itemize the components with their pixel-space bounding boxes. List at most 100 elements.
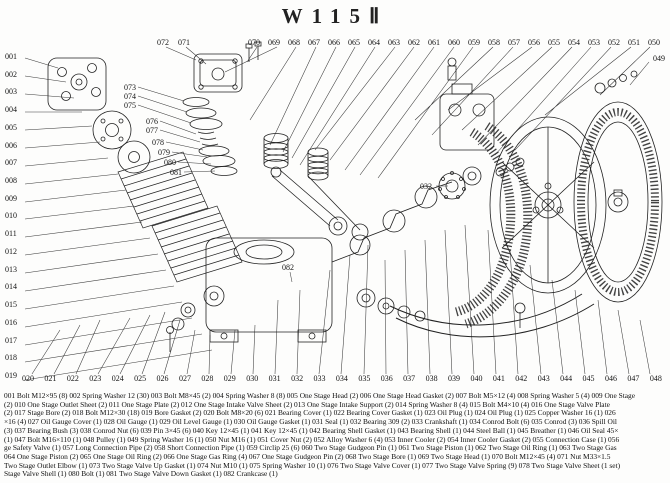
part-number-label: 009 xyxy=(5,193,17,203)
part-number-label: 064 xyxy=(368,38,380,47)
part-number-label: 074 xyxy=(124,92,136,101)
two-stage-valve-stack xyxy=(182,97,238,176)
part-number-label: 037 xyxy=(403,374,416,383)
parts-list-line: 064 One Stage Piston (2) 065 One Stage O… xyxy=(4,452,611,461)
one-stage-valve-plate xyxy=(92,110,151,174)
crankcase xyxy=(203,237,333,343)
pulley xyxy=(573,101,663,303)
one-stage-head xyxy=(47,57,107,111)
part-number-label: 040 xyxy=(470,374,483,383)
part-number-label: 058 xyxy=(488,38,500,47)
part-number-label: 030 xyxy=(246,374,259,383)
part-number-label: 045 xyxy=(582,374,595,383)
part-number-label: 007 xyxy=(5,158,17,168)
parts-list-line: ge Safety Valve (1) 057 Long Connection … xyxy=(4,444,617,453)
part-number-label: 033 xyxy=(313,374,326,383)
part-number-label: 006 xyxy=(5,140,17,150)
part-number-label: 005 xyxy=(5,122,17,132)
part-number-label: 041 xyxy=(492,374,505,383)
parts-list-line: (3) 037 Bearing Bush (3) 038 Conrod Nut … xyxy=(4,426,619,435)
part-number-label: 060 xyxy=(448,38,460,47)
part-number-label: 047 xyxy=(627,374,640,383)
page-title: W115Ⅱ xyxy=(281,4,389,28)
part-number-label: 003 xyxy=(5,87,17,97)
one-stage-bore-1 xyxy=(117,151,209,229)
part-number-label: 050 xyxy=(648,38,660,47)
part-number-label: 013 xyxy=(5,264,17,274)
part-number-label: 057 xyxy=(508,38,520,47)
part-number-label: 032 xyxy=(291,374,304,383)
part-number-label: 081 xyxy=(170,168,182,177)
left-leader-lines xyxy=(24,57,213,381)
parts-list-line: Two Stage Outlet Elbow (1) 073 Two Stage… xyxy=(4,461,621,470)
parts-list-line: 001 Bolt M12×95 (8) 002 Spring Washer 12… xyxy=(4,392,636,400)
part-number-label: 014 xyxy=(5,282,17,292)
part-number-label: 061 xyxy=(428,38,440,47)
part-number-label: 019 xyxy=(5,370,17,380)
part-number-label: 026 xyxy=(156,374,169,383)
part-number-label: 079 xyxy=(158,148,170,157)
part-number-label: 001 xyxy=(5,52,17,61)
part-number-label: 046 xyxy=(604,374,617,383)
part-number-label: 025 xyxy=(134,374,147,383)
part-number-label: 010 xyxy=(5,211,17,221)
part-number-label: 080 xyxy=(164,158,176,167)
part-number-label: 035 xyxy=(358,374,371,383)
one-stage-piston xyxy=(263,133,289,169)
parts-list-line: (1) 047 Bolt M16×110 (1) 048 Pulley (1) … xyxy=(4,435,620,444)
part-number-label: 012 xyxy=(5,246,17,256)
part-number-label: 069 xyxy=(268,38,280,47)
part-number-label: 015 xyxy=(5,300,17,310)
part-number-label: 077 xyxy=(146,126,158,135)
part-number-label: 034 xyxy=(335,374,348,383)
part-number-label: 073 xyxy=(124,83,136,92)
part-number-label: 059 xyxy=(468,38,480,47)
part-number-label: 044 xyxy=(560,374,573,383)
inner-coolers xyxy=(454,122,533,329)
small-parts xyxy=(356,288,526,328)
part-number-label: 051 xyxy=(628,38,640,47)
part-number-label: 068 xyxy=(288,38,300,47)
alloy-washers xyxy=(495,157,525,177)
bottom-leader-lines xyxy=(31,224,651,375)
part-number-label: 062 xyxy=(408,38,420,47)
part-number-label: 021 xyxy=(44,374,57,383)
part-number-label: 008 xyxy=(5,176,17,186)
part-number-label: 018 xyxy=(5,353,17,363)
flywheel xyxy=(489,116,607,294)
part-number-label: 056 xyxy=(528,38,540,47)
part-number-label: 029 xyxy=(223,374,236,383)
pulley-fasteners xyxy=(594,70,638,94)
part-number-label: 043 xyxy=(537,374,550,383)
parts-list-line: ×16 (4) 027 Oil Gauge Cover (1) 028 Oil … xyxy=(4,418,617,427)
part-number-label: 022 xyxy=(66,374,79,383)
part-number-label: 053 xyxy=(588,38,600,47)
parts-list: 001 Bolt M12×95 (8) 002 Spring Washer 12… xyxy=(4,392,666,479)
part-number-label: 052 xyxy=(608,38,620,47)
part-number-label: 054 xyxy=(568,38,580,47)
part-number-label: 036 xyxy=(380,374,393,383)
part-number-label: 076 xyxy=(146,117,158,126)
part-number-label: 048 xyxy=(649,374,662,383)
part-number-label: 023 xyxy=(89,374,102,383)
two-stage-head xyxy=(193,53,243,93)
crankshaft xyxy=(331,166,482,263)
conrods xyxy=(270,166,369,241)
belt xyxy=(389,293,595,338)
part-number-label: 072 xyxy=(157,38,169,47)
parts-list-line: Stage Valve Shell (1) 080 Bolt (1) 081 T… xyxy=(4,470,278,479)
two-stage-piston xyxy=(307,147,329,181)
connection-case xyxy=(439,57,495,151)
part-number-label: 078 xyxy=(152,138,164,147)
part-number-label: 042 xyxy=(515,374,528,383)
part-number-label: 066 xyxy=(328,38,340,47)
top-leader-lines xyxy=(224,46,651,179)
part-number-label: 004 xyxy=(5,105,17,115)
part-number-label: 065 xyxy=(348,38,360,47)
